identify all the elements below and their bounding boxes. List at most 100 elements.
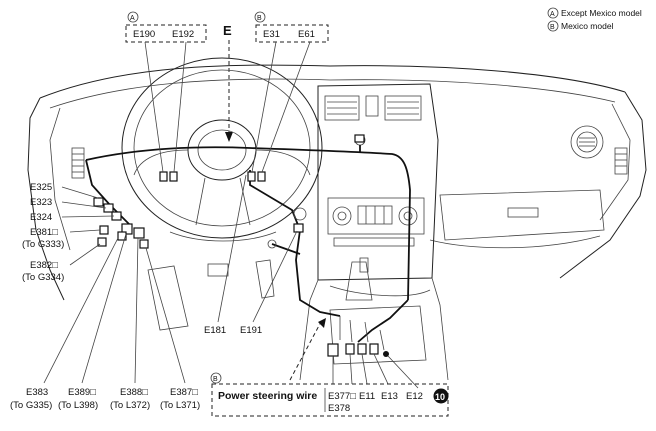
center-slot: [333, 237, 415, 247]
connector-e377: [327, 343, 339, 357]
dash-top-edge: [39, 64, 626, 99]
label-e31: E31: [263, 29, 280, 40]
group-a-marker: A: [130, 15, 135, 22]
leader-lines: [43, 41, 419, 389]
harness-column-branch: [249, 170, 341, 317]
label-e377: E377□: [328, 391, 356, 402]
leader-e31: [251, 41, 277, 173]
connector-center: [354, 134, 365, 143]
legend-b-circle: [547, 20, 559, 32]
label-e323: E323: [30, 197, 52, 208]
shifter-boot: [345, 261, 373, 301]
leader-e61: [261, 41, 311, 173]
group-a-circle: [127, 11, 139, 23]
center-vent-left: [324, 95, 360, 121]
legend: A Except Mexico model B Mexico model: [547, 7, 642, 32]
connector-e325: [93, 197, 104, 207]
view-marker-letter: E: [223, 23, 232, 38]
connector-e387: [139, 239, 149, 249]
leader-e382: [69, 243, 101, 266]
side-vent-right: [614, 147, 628, 175]
power-steering-box: [211, 383, 449, 417]
brake-pedal: [147, 265, 189, 331]
harness-left-branch: [85, 159, 131, 226]
center-vent-right: [384, 95, 422, 121]
connector-e382: [97, 237, 107, 247]
center-labels: E181 E191: [204, 325, 262, 336]
label-e191: E191: [240, 325, 262, 336]
power-steering-arrow: [289, 319, 323, 381]
ref-number: 10: [435, 392, 445, 402]
leader-e383: [43, 237, 119, 384]
view-arrow-head: [225, 132, 233, 142]
label-e381-to: (To G333): [22, 239, 64, 250]
leader-e13: [361, 353, 368, 385]
pedal-pad: [207, 263, 229, 277]
climate-knob-right-center: [403, 211, 413, 221]
glovebox: [439, 189, 605, 241]
leader-e12: [373, 353, 389, 385]
wheel-spoke-right: [255, 149, 311, 176]
connector-e192: [169, 171, 178, 182]
ground-point: [383, 351, 389, 357]
leader-e11: [349, 353, 353, 385]
label-e383-to: (To G335): [10, 400, 52, 411]
label-e387: E387□: [170, 387, 198, 398]
leader-e324: [61, 215, 115, 218]
leader-e191: [252, 230, 298, 323]
label-e181: E181: [204, 325, 226, 336]
connector-e13: [357, 343, 367, 355]
leader-e325: [61, 186, 99, 199]
bottom-labels: E383 (To G335) E389□ (To L398) E388□ (To…: [10, 387, 200, 411]
label-e192: E192: [172, 29, 194, 40]
wheel-rim-outer: [121, 57, 323, 239]
label-e13: E13: [381, 391, 398, 402]
main-harness: [85, 146, 411, 301]
left-labels: E325 E323 E324 E381□ (To G333) E382□ (To…: [22, 182, 64, 283]
label-e383: E383: [26, 387, 48, 398]
connector-e381: [99, 225, 109, 235]
connectors: [93, 134, 389, 357]
label-e325: E325: [30, 182, 52, 193]
harness-small-branch: [271, 243, 301, 255]
climate-knob-right: [398, 206, 418, 226]
leader-e323: [61, 201, 107, 209]
legend-a-marker: A: [550, 11, 555, 18]
wheel-spoke-bottom-left: [195, 177, 206, 226]
console-lower: [329, 305, 427, 365]
dash-right-inner: [599, 103, 631, 221]
connector-e389: [121, 223, 133, 235]
wheel-hub-center: [197, 129, 247, 171]
dash-right-edge: [559, 91, 647, 279]
legend-a-text: Except Mexico model: [561, 8, 642, 18]
grommet-right: [293, 207, 307, 221]
label-e389: E389□: [68, 387, 96, 398]
power-steering-arrow-head: [318, 318, 326, 328]
leader-e389: [81, 233, 127, 384]
leader-e181: [217, 174, 247, 323]
hazard-switch: [365, 95, 379, 117]
group-a: A E190 E192: [125, 11, 207, 43]
leader-e192: [173, 41, 187, 173]
dash-left-edge: [27, 97, 65, 301]
connector-e190: [159, 171, 168, 182]
label-e382: E382□: [30, 260, 58, 271]
round-vent-right-inner: [576, 131, 598, 153]
group-a-box: [125, 24, 207, 43]
dashboard-outline: [27, 64, 647, 381]
group-b-marker: B: [257, 15, 262, 22]
label-e378: E378: [328, 403, 350, 414]
label-e388: E388□: [120, 387, 148, 398]
label-e381: E381□: [30, 227, 58, 238]
shifter-knob: [359, 257, 369, 273]
accelerator-pedal: [255, 259, 275, 299]
connector-e61: [257, 171, 266, 182]
group-b: B E31 E61: [254, 11, 329, 43]
leader-e387: [145, 247, 186, 384]
connector-e12: [369, 343, 379, 355]
view-marker: E: [223, 23, 233, 142]
label-e387-to: (To L371): [160, 400, 200, 411]
climate-knob-left-center: [337, 211, 347, 221]
column-cover: [169, 231, 277, 242]
legend-b-text: Mexico model: [561, 21, 614, 31]
